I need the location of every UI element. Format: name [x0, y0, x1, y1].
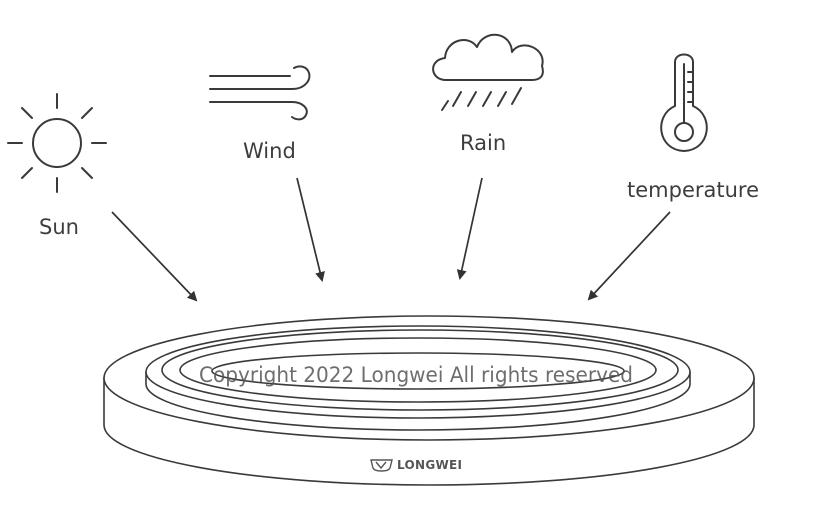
sun-arrow [111, 211, 198, 302]
thermometer-icon [660, 53, 708, 152]
temperature-label: temperature [627, 178, 759, 202]
inner-ring-outer [161, 329, 679, 411]
brand-name: LONGWEI [397, 458, 462, 472]
wind-label: Wind [243, 139, 296, 163]
temperature-arrow [587, 211, 671, 301]
platform-tier-top [145, 325, 691, 419]
inner-ring-inner [211, 352, 625, 390]
rain-arrow [456, 177, 483, 280]
wind-arrow [296, 177, 325, 282]
sample-platform [103, 315, 755, 486]
sun-label: Sun [39, 215, 79, 239]
longwei-logo-icon [370, 459, 393, 472]
rain-label: Rain [460, 131, 506, 155]
inner-ring-middle [179, 337, 657, 403]
copyright-watermark: Copyright 2022 Longwei All rights reserv… [199, 363, 633, 387]
rain-cloud-icon [432, 33, 544, 111]
sun-icon [7, 93, 107, 193]
wind-icon [209, 65, 311, 121]
